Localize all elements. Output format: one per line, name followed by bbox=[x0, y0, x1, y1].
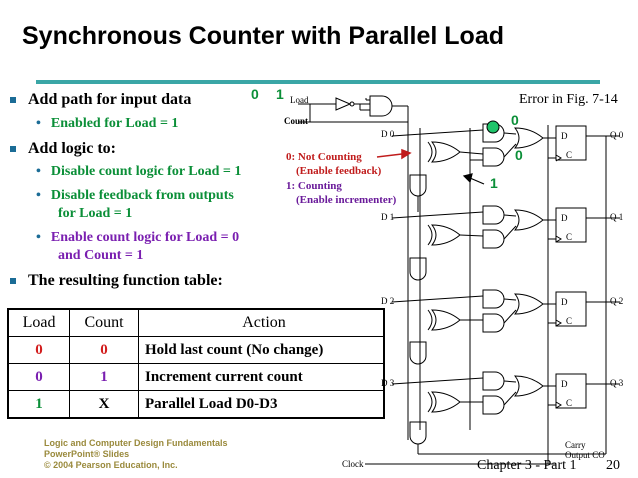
d3-label: D 3 bbox=[381, 378, 395, 388]
dot-bullet-icon: • bbox=[36, 116, 41, 131]
square-bullet-icon bbox=[10, 146, 16, 153]
clock-label: Clock bbox=[342, 459, 364, 469]
dot-bullet-icon: • bbox=[36, 188, 41, 203]
ff1-d-label: D bbox=[561, 213, 568, 223]
cell-action: Increment current count bbox=[138, 363, 385, 391]
q1-label: Q 1 bbox=[610, 212, 624, 222]
cell-count: 0 bbox=[69, 336, 139, 364]
chapter-label: Chapter 3 - Part 1 bbox=[477, 458, 577, 473]
d1-label: D 1 bbox=[381, 212, 395, 222]
sub-enable-count-cont: and Count = 1 bbox=[58, 248, 144, 263]
q0-label: Q 0 bbox=[610, 130, 624, 140]
cell-count: 1 bbox=[69, 363, 139, 391]
ff2-d-label: D bbox=[561, 297, 568, 307]
q2-label: Q 2 bbox=[610, 296, 624, 306]
page-number: 20 bbox=[606, 458, 620, 473]
dot-bullet-icon: • bbox=[36, 230, 41, 245]
bullet-function-table: The resulting function table: bbox=[10, 272, 223, 290]
footer-line-2: PowerPoint® Slides bbox=[44, 449, 130, 459]
cell-action: Hold last count (No change) bbox=[138, 336, 385, 364]
title-underline bbox=[36, 80, 600, 84]
square-bullet-icon bbox=[10, 278, 16, 285]
carry-label: Carry bbox=[565, 440, 586, 450]
q3-label: Q 3 bbox=[610, 378, 624, 388]
load-value-0: 0 bbox=[251, 86, 259, 102]
sub-disable-feedback: •Disable feedback from outputs bbox=[36, 188, 234, 203]
table-row: 0 1 Increment current count bbox=[7, 363, 385, 391]
dot-bullet-icon: • bbox=[36, 164, 41, 179]
cell-count: X bbox=[69, 390, 139, 419]
table-row: 0 0 Hold last count (No change) bbox=[7, 336, 385, 364]
square-bullet-icon bbox=[10, 97, 16, 104]
annotation-enable-incrementer: (Enable incrementer) bbox=[296, 194, 397, 206]
header-load: Load bbox=[7, 308, 70, 337]
header-count: Count bbox=[69, 308, 139, 337]
cell-load: 0 bbox=[7, 336, 70, 364]
publisher-footer: Logic and Computer Design Fundamentals P… bbox=[44, 438, 228, 471]
annotation-counting: 1: Counting bbox=[286, 180, 342, 192]
footer-line-1: Logic and Computer Design Fundamentals bbox=[44, 438, 228, 448]
ff3-d-label: D bbox=[561, 379, 568, 389]
ff3-c-label: C bbox=[566, 398, 573, 408]
slide-title: Synchronous Counter with Parallel Load bbox=[22, 22, 505, 50]
sub-disable-feedback-cont: for Load = 1 bbox=[58, 206, 133, 221]
cell-action: Parallel Load D0-D3 bbox=[138, 390, 385, 419]
carry-output-label: Output CO bbox=[565, 450, 605, 460]
load-input-label: Load bbox=[290, 95, 309, 105]
sub-enabled-load: •Enabled for Load = 1 bbox=[36, 116, 179, 131]
ff2-c-label: C bbox=[566, 316, 573, 326]
ff1-c-label: C bbox=[566, 232, 573, 242]
bullet-add-logic: Add logic to: bbox=[10, 140, 116, 158]
error-note: Error in Fig. 7-14 bbox=[519, 92, 618, 107]
cell-load: 0 bbox=[7, 363, 70, 391]
ff0-d-label: D bbox=[561, 131, 568, 141]
function-table: Load Count Action 0 0 Hold last count (N… bbox=[7, 308, 385, 419]
count-input-label: Count bbox=[284, 116, 309, 126]
green-zero-a: 0 bbox=[511, 112, 519, 128]
green-one: 1 bbox=[490, 175, 498, 191]
footer-line-3: © 2004 Pearson Education, Inc. bbox=[44, 460, 178, 470]
sub-enable-count: •Enable count logic for Load = 0 bbox=[36, 230, 240, 245]
load-value-1: 1 bbox=[276, 86, 284, 102]
header-action: Action bbox=[138, 308, 385, 337]
table-header-row: Load Count Action bbox=[7, 308, 385, 337]
ff0-c-label: C bbox=[566, 150, 573, 160]
sub-disable-count: •Disable count logic for Load = 1 bbox=[36, 164, 242, 179]
table-row: 1 X Parallel Load D0-D3 bbox=[7, 390, 385, 419]
d2-label: D 2 bbox=[381, 296, 395, 306]
d0-label: D 0 bbox=[381, 129, 395, 139]
annotation-enable-feedback: (Enable feedback) bbox=[296, 165, 382, 177]
annotation-not-counting: 0: Not Counting bbox=[286, 151, 362, 163]
green-zero-b: 0 bbox=[515, 147, 523, 163]
bullet-add-path: Add path for input data bbox=[10, 91, 191, 109]
cell-load: 1 bbox=[7, 390, 70, 419]
